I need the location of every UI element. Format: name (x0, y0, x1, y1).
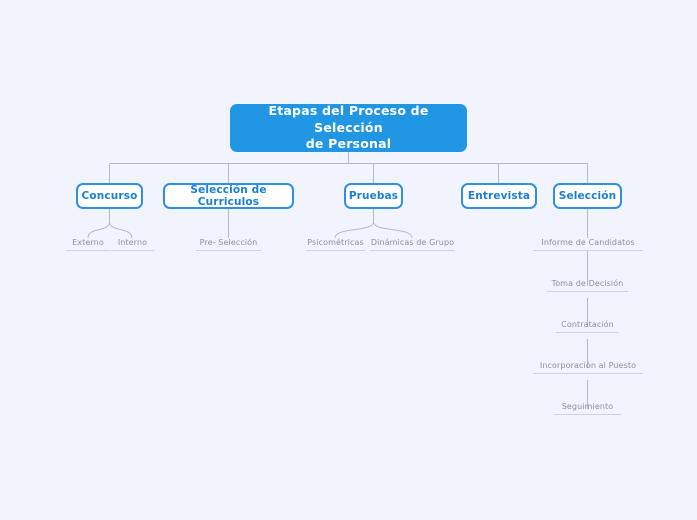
leaf-node-externo[interactable]: Externo (66, 237, 110, 251)
branch-node-label: Entrevista (467, 190, 531, 202)
leaf-node-label: Incorporación al Puesto (539, 360, 637, 370)
leaf-node-interno[interactable]: Interno (111, 237, 154, 251)
branch-node-pruebas[interactable]: Pruebas (344, 183, 403, 209)
branch-node-label: Selección de Curriculos (190, 184, 267, 208)
branch-node-concurso[interactable]: Concurso (76, 183, 143, 209)
leaf-node-label: Contratación (561, 319, 614, 329)
leaf-node-informe-de-candidatos[interactable]: Informe de Candidatos (533, 237, 643, 251)
branch-node-seleccion-curriculos[interactable]: Selección de Curriculos (163, 183, 294, 209)
leaf-node-label: Informe de Candidatos (541, 237, 635, 247)
connector-pruebas-psicometricas (334, 221, 374, 239)
leaf-node-label: Interno (117, 237, 148, 247)
branch-node-label: Selección (558, 190, 617, 202)
branch-node-seleccion[interactable]: Selección (553, 183, 622, 209)
leaf-node-pre-seleccion[interactable]: Pre- Selección (196, 237, 261, 251)
leaf-node-toma-de-decision[interactable]: Toma de Decisión (547, 278, 628, 292)
connector-concurso-interno (109, 221, 133, 239)
root-node-label-line1: Etapas del Proceso de Selección (268, 102, 429, 135)
leaf-node-label: Seguimiento (561, 401, 614, 411)
leaf-node-incorporacion-al-puesto[interactable]: Incorporación al Puesto (533, 360, 643, 374)
connector-concurso-externo (87, 221, 110, 239)
branch-node-entrevista[interactable]: Entrevista (461, 183, 537, 209)
leaf-node-seguimiento[interactable]: Seguimiento (554, 401, 621, 415)
leaf-node-contratacion[interactable]: Contratación (556, 319, 619, 333)
branch-node-label: Pruebas (348, 190, 399, 202)
leaf-node-label: Dinámicas de Grupo (370, 237, 455, 247)
branch-node-label: Concurso (81, 190, 138, 202)
leaf-node-dinamicas-de-grupo[interactable]: Dinámicas de Grupo (370, 237, 455, 251)
connector-pruebas-dinamicas (373, 221, 413, 239)
root-node[interactable]: Etapas del Proceso de Selección de Perso… (230, 102, 467, 152)
leaf-node-label: Toma de Decisión (551, 278, 624, 288)
leaf-node-label: Pre- Selección (199, 237, 258, 247)
root-node-label-line2: de Personal (305, 136, 392, 152)
leaf-node-psicometricas[interactable]: Psicométricas (306, 237, 365, 251)
leaf-node-label: Psicométricas (307, 237, 364, 247)
leaf-node-label: Externo (72, 237, 104, 247)
